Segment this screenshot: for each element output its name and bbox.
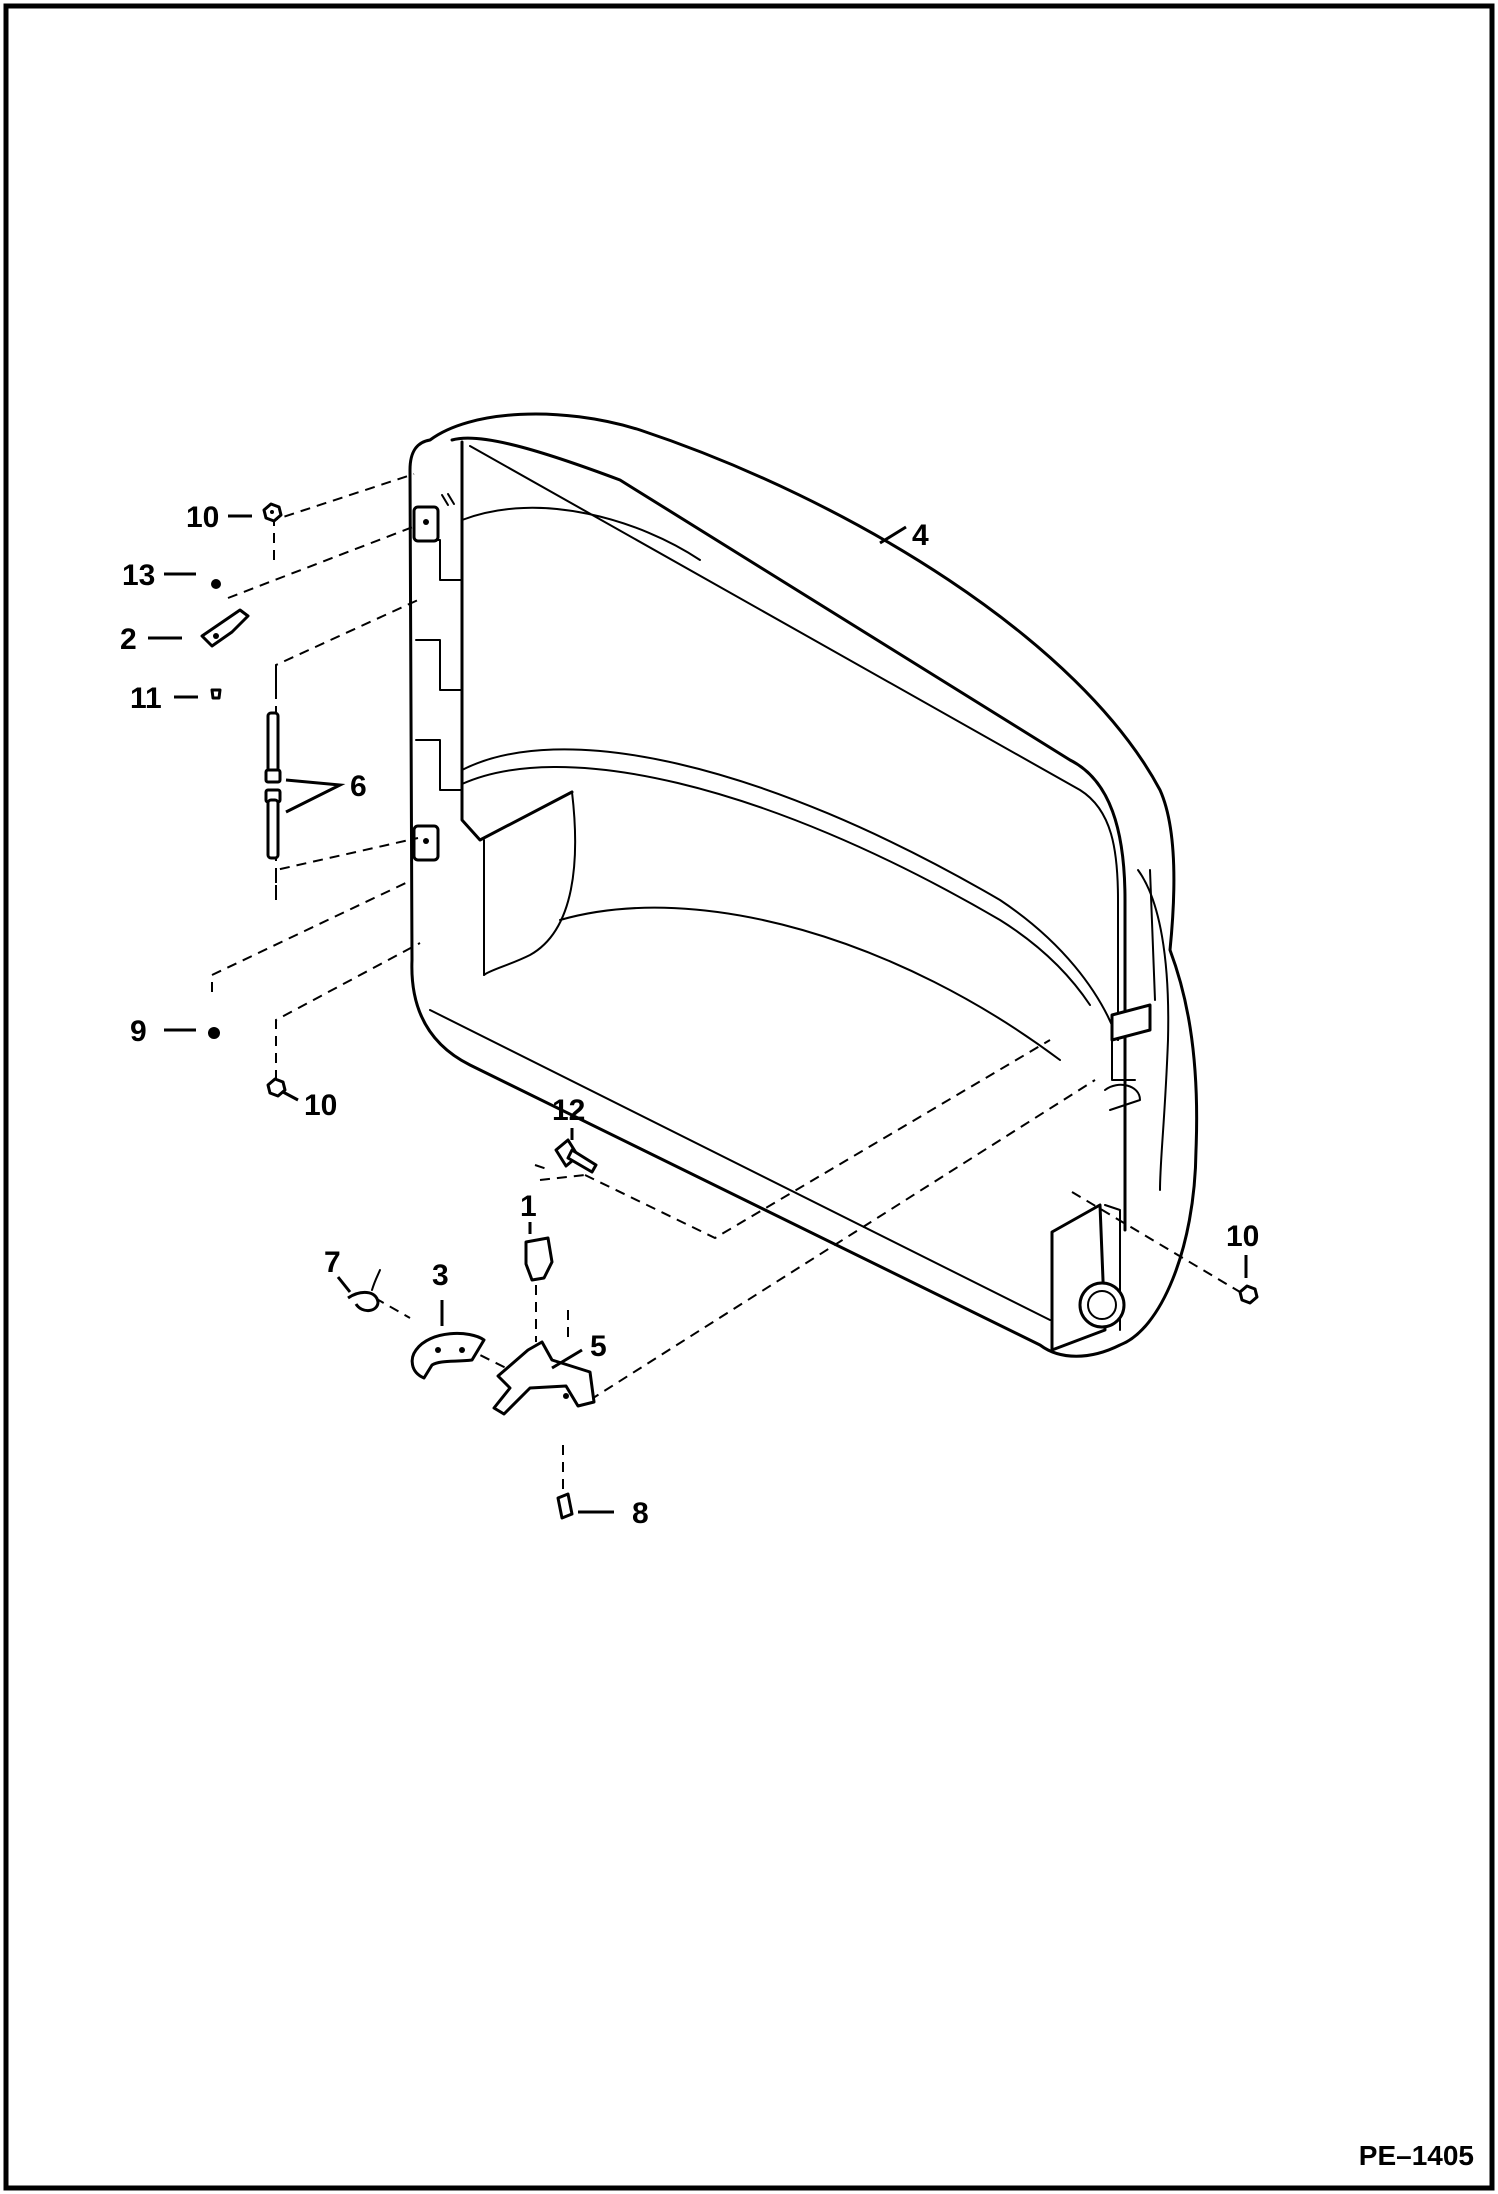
pins [264,711,282,860]
callout-12: 12 [552,1094,585,1127]
drawing-code: PE–1405 [1359,2140,1474,2171]
callout-8: 8 [632,1497,649,1530]
callout-3: 3 [432,1259,449,1292]
leader-lines [148,514,1248,1514]
callout-10-bottom-left: 10 [304,1089,337,1122]
page-border [3,3,1495,2191]
callout-2: 2 [120,623,137,656]
callout-5: 5 [590,1330,607,1363]
assembly-lines [211,473,1246,1500]
callout-1: 1 [520,1190,537,1223]
callouts: 10 13 2 11 6 4 9 10 12 10 1 7 3 5 8 [120,501,1259,1530]
seat-back-shell [408,412,1199,1358]
callout-13: 13 [122,559,155,592]
callout-10-top: 10 [186,501,219,534]
callout-9: 9 [130,1015,147,1048]
hardware [200,502,1259,1520]
callout-4: 4 [912,519,929,552]
callout-7: 7 [324,1246,341,1279]
callout-6: 6 [350,770,367,803]
callout-10-right: 10 [1226,1220,1259,1253]
callout-11: 11 [130,682,162,715]
